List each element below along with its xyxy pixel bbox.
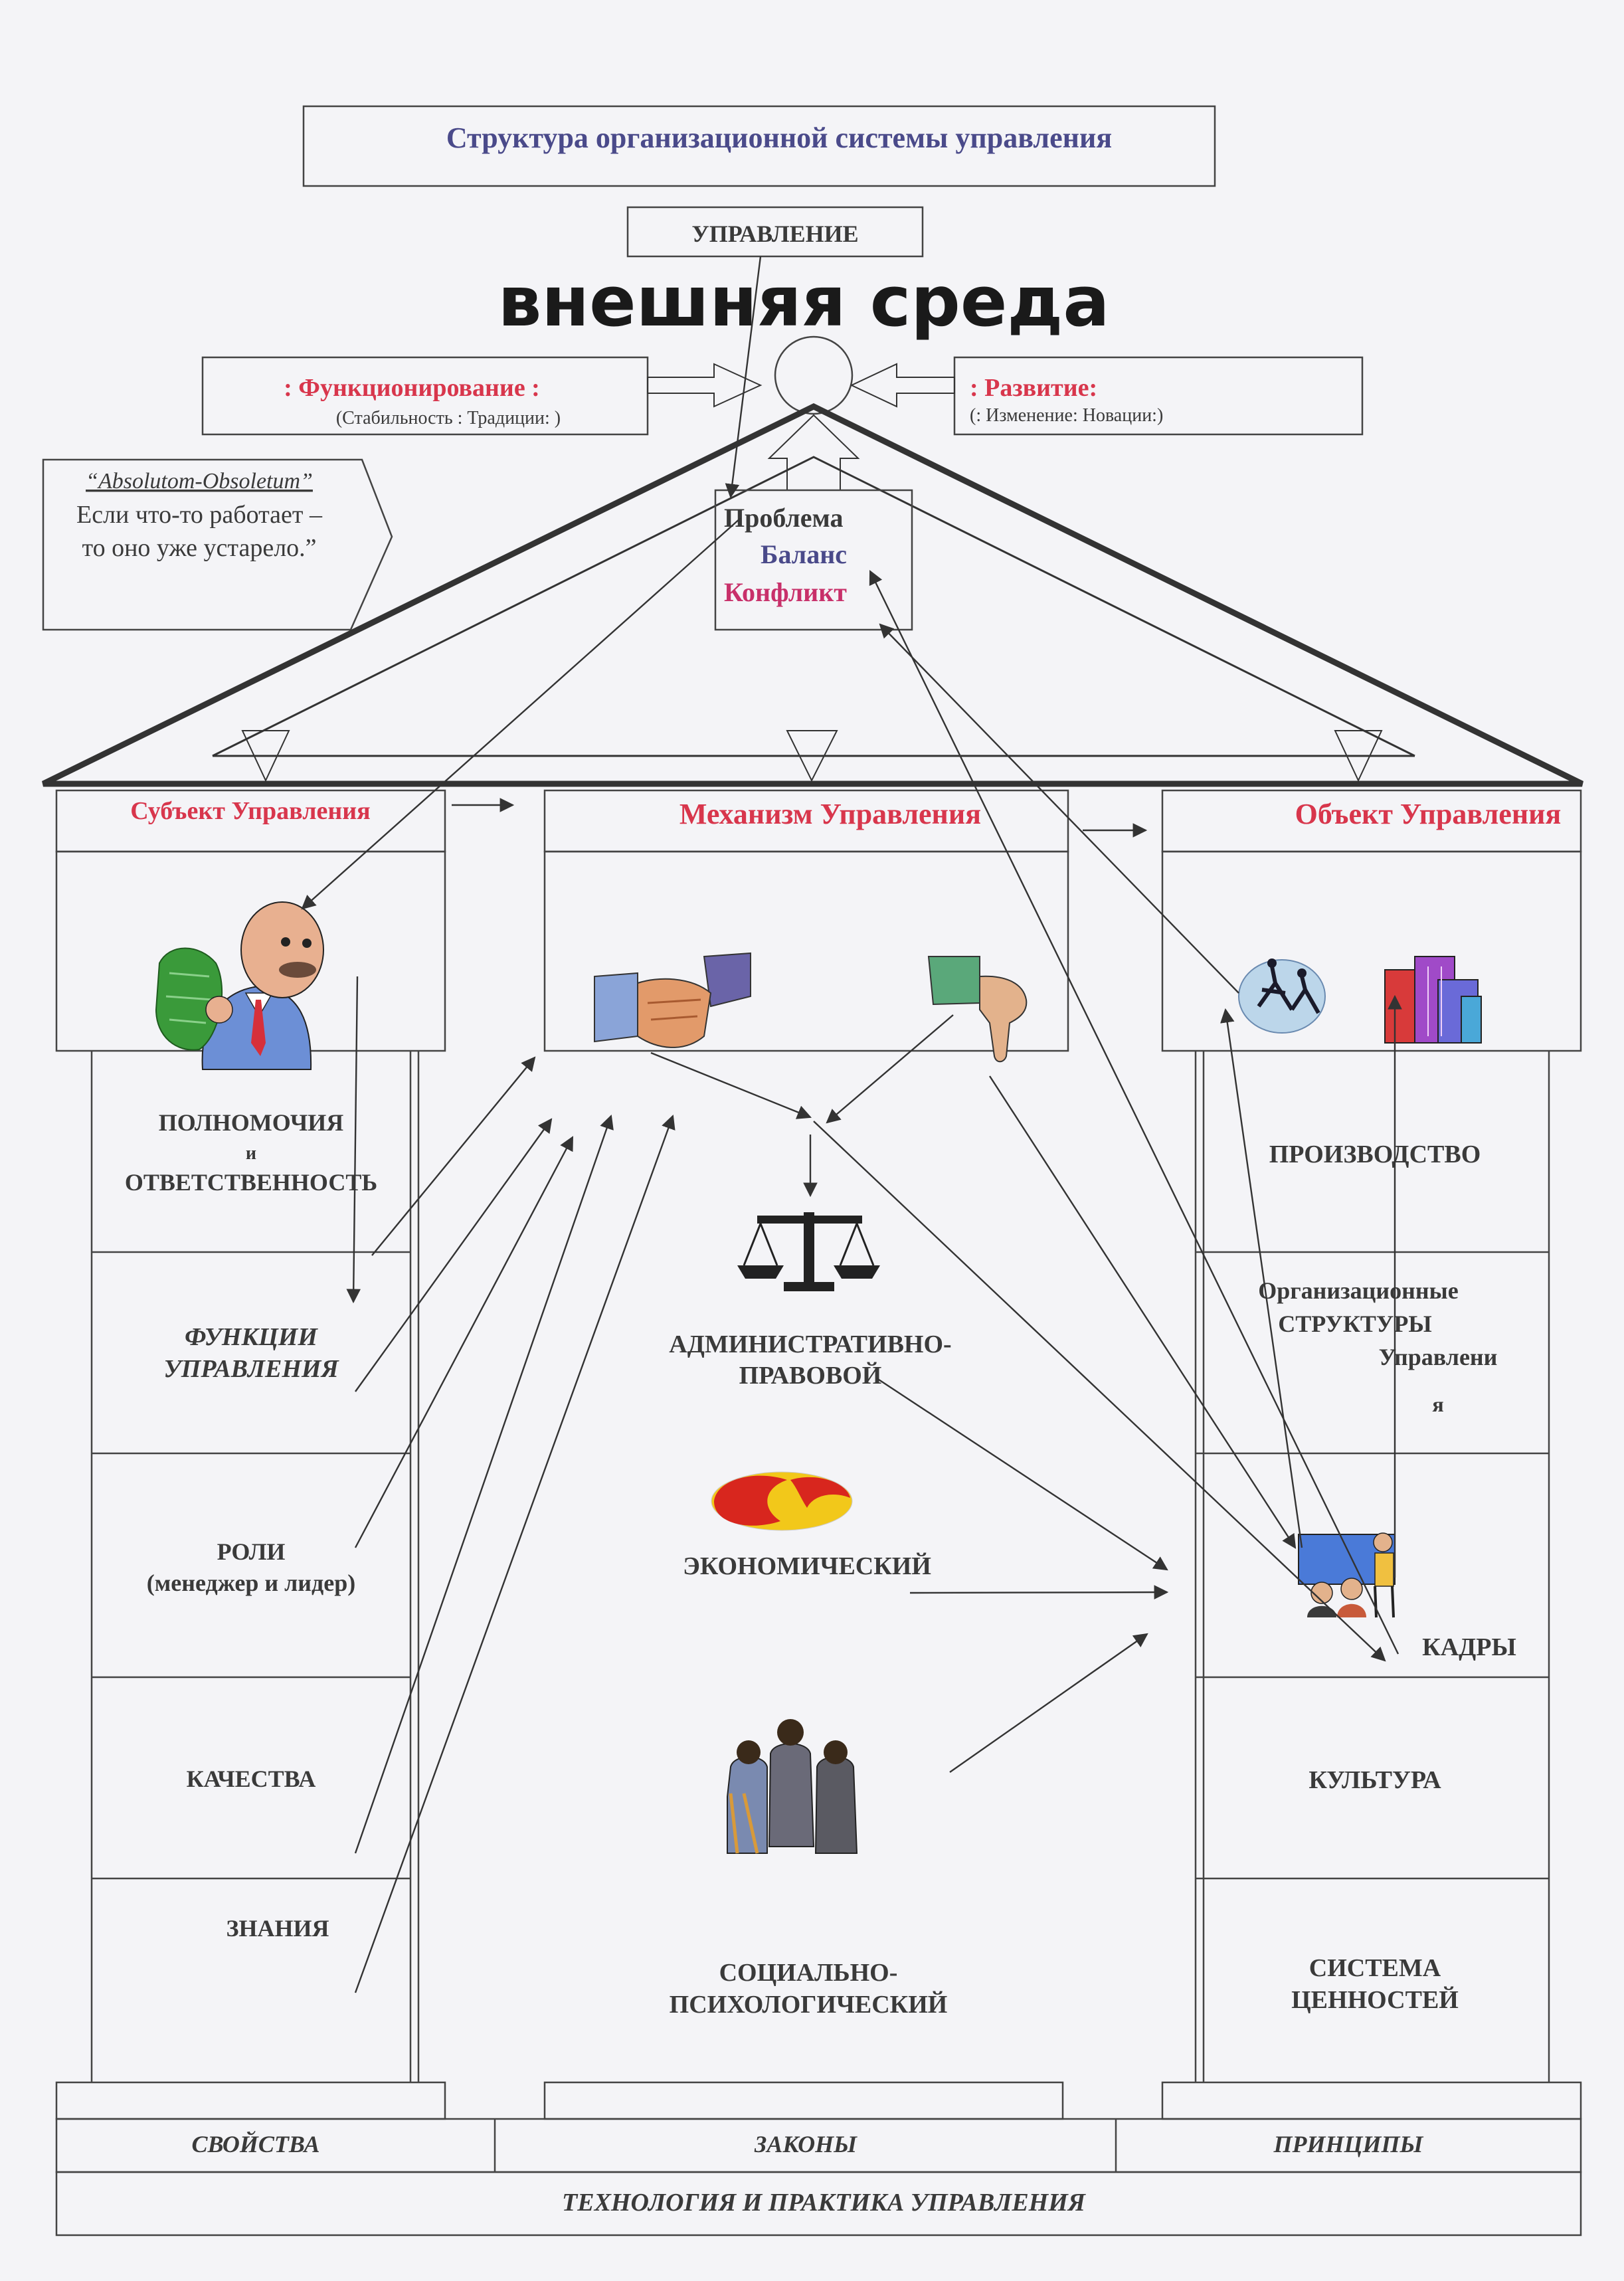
thumbs-down-icon	[927, 956, 1028, 1063]
functions-label-2: УПРАВЛЕНИЯ	[163, 1355, 339, 1383]
development-box	[953, 356, 1364, 436]
conflict-label: Конфликт	[724, 577, 847, 607]
functioning-box	[201, 356, 649, 436]
arrow-admin-to-staff	[876, 1377, 1168, 1571]
org-structures-label-4: я	[1432, 1392, 1443, 1416]
mechanism-image-box	[543, 850, 1069, 1052]
principles-label: ПРИНЦИПЫ	[1273, 2131, 1424, 2157]
down-triangle-left-icon	[241, 730, 290, 782]
diagram-title: Структура организационной системы управл…	[446, 122, 1112, 154]
economic-label: ЭКОНОМИЧЕСКИЙ	[683, 1552, 931, 1580]
up-arrow-icon	[767, 414, 860, 490]
arrow-handshake-to-center	[650, 1051, 812, 1119]
social-label-1: СОЦИАЛЬНО-	[719, 1959, 898, 1987]
laws-label: ЗАКОНЫ	[754, 2131, 857, 2157]
technology-label: ТЕХНОЛОГИЯ И ПРАКТИКА УПРАВЛЕНИЯ	[562, 2189, 1087, 2217]
admin-label-2: ПРАВОВОЙ	[739, 1362, 882, 1390]
powers-label-3: ОТВЕТСТВЕННОСТЬ	[125, 1169, 377, 1196]
handshake-icon	[594, 952, 751, 1048]
staff-label: КАДРЫ	[1422, 1633, 1516, 1661]
qualities-label: КАЧЕСТВА	[187, 1766, 316, 1792]
powers-label-2: и	[246, 1143, 256, 1164]
environment-circle	[774, 335, 854, 415]
mechanism-header: Механизм Управления	[679, 798, 981, 830]
problem-label: Проблема	[724, 503, 844, 533]
powers-label-1: ПОЛНОМОЧИЯ	[159, 1109, 344, 1136]
arrow-center-to-staff	[813, 1121, 1386, 1662]
arrow-qualities-to-mechanism	[354, 1114, 614, 1854]
business-people-icon	[727, 1719, 858, 1854]
arrow-problem-to-subject	[301, 517, 741, 910]
right-base-box	[1161, 2081, 1582, 2120]
running-people-icon	[1238, 958, 1326, 1034]
culture-label: КУЛЬТУРА	[1308, 1766, 1441, 1794]
org-structures-label-2: СТРУКТУРЫ	[1278, 1311, 1431, 1337]
meeting-people-icon	[1298, 1532, 1396, 1618]
quote-line-1: Если что-то работает –	[76, 501, 323, 529]
object-image-box	[1161, 850, 1582, 1052]
admin-label-1: АДМИНИСТРАТИВНО-	[669, 1330, 951, 1358]
middle-base-box	[543, 2081, 1064, 2120]
arrow-roles-to-mechanism	[354, 1136, 574, 1548]
development-label: : Развитие:	[970, 374, 1097, 402]
arrow-thumbs-to-center	[826, 1014, 954, 1124]
arrow-economic-to-staff	[909, 1585, 1169, 1599]
arrow-thumbs-side-to-meeting	[988, 1075, 1297, 1549]
arrow-staff-to-conflict	[869, 570, 1399, 1655]
quote-title: “Absolutom-Obsoletum”	[86, 469, 313, 494]
roof-inner	[212, 456, 1415, 757]
values-label-2: ЦЕННОСТЕЙ	[1291, 1986, 1459, 2014]
arrow-functions-to-mechanism	[355, 1118, 553, 1392]
roles-label-1: РОЛИ	[217, 1538, 286, 1565]
quote-line-2: то оно уже устарело.”	[82, 534, 316, 562]
functioning-sub: (Стабильность : Традиции: )	[336, 408, 561, 428]
scales-icon	[737, 1212, 880, 1291]
org-structures-label-1: Организационные	[1258, 1277, 1458, 1304]
down-triangle-right-icon	[1334, 730, 1383, 782]
production-label: ПРОИЗВОДСТВО	[1269, 1140, 1481, 1168]
problem-box	[714, 489, 913, 631]
functioning-arrow-icon	[647, 363, 763, 408]
subject-header: Субъект Управления	[130, 797, 370, 825]
arrow-powers-to-mechanism	[371, 1056, 536, 1256]
development-sub: (: Изменение: Новации:)	[970, 405, 1163, 426]
manager-money-icon	[155, 901, 324, 1070]
arrow-knowledge-to-mechanism	[354, 1114, 676, 1993]
foundation-row	[55, 2171, 1582, 2236]
environment-heading: внешняя среда	[497, 261, 1109, 342]
arrow-management-to-problem	[725, 256, 762, 499]
left-base-box	[55, 2081, 446, 2120]
economic-logo-icon	[711, 1471, 853, 1531]
functioning-label: : Функционирование :	[284, 374, 540, 402]
roof-outer	[42, 403, 1583, 787]
object-header: Объект Управления	[1295, 798, 1562, 830]
management-box	[626, 206, 924, 258]
buildings-icon	[1384, 956, 1482, 1044]
arrow-social-to-staff	[949, 1633, 1148, 1773]
down-triangle-middle-icon	[786, 730, 838, 782]
connector-arrows	[301, 256, 1402, 1993]
arrow-meeting-to-running	[1220, 1008, 1303, 1548]
quote-callout	[42, 458, 393, 631]
arrow-running-to-problem	[879, 623, 1239, 994]
org-structures-label-3: Управлени	[1379, 1344, 1498, 1370]
arrow-subject-to-functions	[346, 976, 361, 1304]
management-label: УПРАВЛЕНИЕ	[691, 221, 858, 247]
development-arrow-icon	[850, 363, 955, 408]
functions-label-1: ФУНКЦИИ	[185, 1323, 318, 1351]
values-label-1: СИСТЕМА	[1309, 1954, 1441, 1982]
knowledge-label: ЗНАНИЯ	[226, 1915, 329, 1942]
title-box	[302, 105, 1216, 187]
balance-label: Баланс	[761, 539, 847, 569]
properties-label: СВОЙСТВА	[192, 2130, 320, 2157]
social-label-2: ПСИХОЛОГИЧЕСКИЙ	[670, 1991, 948, 2019]
roles-label-2: (менеджер и лидер)	[147, 1570, 355, 1596]
